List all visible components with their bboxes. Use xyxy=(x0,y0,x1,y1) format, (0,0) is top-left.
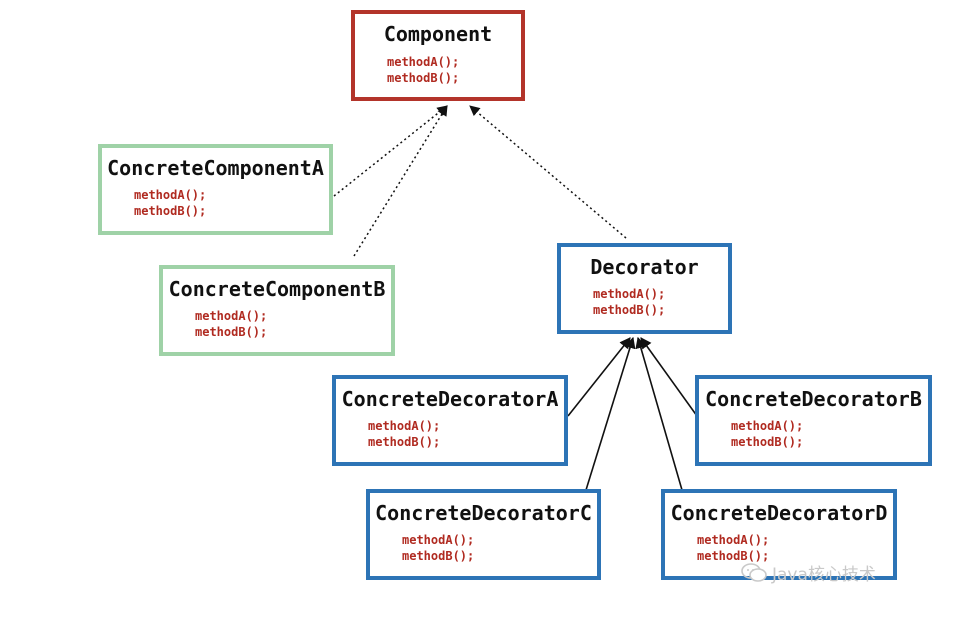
concrete-decorator-d-methods: methodA(); methodB(); xyxy=(697,532,769,564)
concrete-component-a-box: ConcreteComponentA methodA(); methodB(); xyxy=(98,144,333,235)
edge-concretedecoratorc-to-decorator xyxy=(585,336,636,491)
concrete-decorator-a-box: ConcreteDecoratorA methodA(); methodB(); xyxy=(332,375,568,466)
edge-concretecomponenta-to-component xyxy=(333,105,448,197)
concrete-component-b-methods: methodA(); methodB(); xyxy=(195,308,267,340)
decorator-methods: methodA(); methodB(); xyxy=(593,286,665,318)
method-a: methodA(); xyxy=(134,188,207,202)
edge-concretedecoratorb-to-decorator xyxy=(640,337,698,417)
method-b: methodB(); xyxy=(697,549,770,563)
component-methods: methodA(); methodB(); xyxy=(387,54,459,86)
edge-decorator-to-component xyxy=(469,105,627,239)
component-title: Component xyxy=(383,22,493,46)
concrete-decorator-d-title: ConcreteDecoratorD xyxy=(670,501,888,525)
concrete-decorator-c-title: ConcreteDecoratorC xyxy=(375,501,592,525)
method-a: methodA(); xyxy=(387,55,460,69)
concrete-decorator-d-box: ConcreteDecoratorD methodA(); methodB(); xyxy=(661,489,897,580)
method-a: methodA(); xyxy=(368,419,441,433)
method-b: methodB(); xyxy=(402,549,475,563)
concrete-component-b-box: ConcreteComponentB methodA(); methodB(); xyxy=(159,265,395,356)
concrete-component-a-methods: methodA(); methodB(); xyxy=(134,187,206,219)
method-b: methodB(); xyxy=(593,303,666,317)
concrete-component-b-title: ConcreteComponentB xyxy=(168,277,386,301)
method-a: methodA(); xyxy=(731,419,804,433)
method-b: methodB(); xyxy=(134,204,207,218)
edge-concretedecoratora-to-decorator xyxy=(567,337,631,417)
method-b: methodB(); xyxy=(368,435,441,449)
method-b: methodB(); xyxy=(195,325,268,339)
watermark: Java核心技术 xyxy=(740,560,876,585)
concrete-decorator-c-box: ConcreteDecoratorC methodA(); methodB(); xyxy=(366,489,601,580)
concrete-component-a-title: ConcreteComponentA xyxy=(107,156,324,180)
decorator-box: Decorator methodA(); methodB(); xyxy=(557,243,732,334)
method-b: methodB(); xyxy=(387,71,460,85)
concrete-decorator-a-methods: methodA(); methodB(); xyxy=(368,418,440,450)
method-a: methodA(); xyxy=(195,309,268,323)
decorator-title: Decorator xyxy=(590,255,699,279)
method-a: methodA(); xyxy=(593,287,666,301)
method-b: methodB(); xyxy=(731,435,804,449)
method-a: methodA(); xyxy=(402,533,475,547)
concrete-decorator-c-methods: methodA(); methodB(); xyxy=(402,532,474,564)
component-box: Component methodA(); methodB(); xyxy=(351,10,525,101)
concrete-decorator-b-title: ConcreteDecoratorB xyxy=(705,387,922,411)
edge-concretedecoratord-to-decorator xyxy=(635,336,683,491)
concrete-decorator-a-title: ConcreteDecoratorA xyxy=(341,387,559,411)
edge-concretecomponentb-to-component xyxy=(353,105,448,257)
concrete-decorator-b-methods: methodA(); methodB(); xyxy=(731,418,803,450)
concrete-decorator-b-box: ConcreteDecoratorB methodA(); methodB(); xyxy=(695,375,932,466)
watermark-text: Java核心技术 xyxy=(772,565,876,585)
wechat-icon xyxy=(741,562,767,582)
method-a: methodA(); xyxy=(697,533,770,547)
